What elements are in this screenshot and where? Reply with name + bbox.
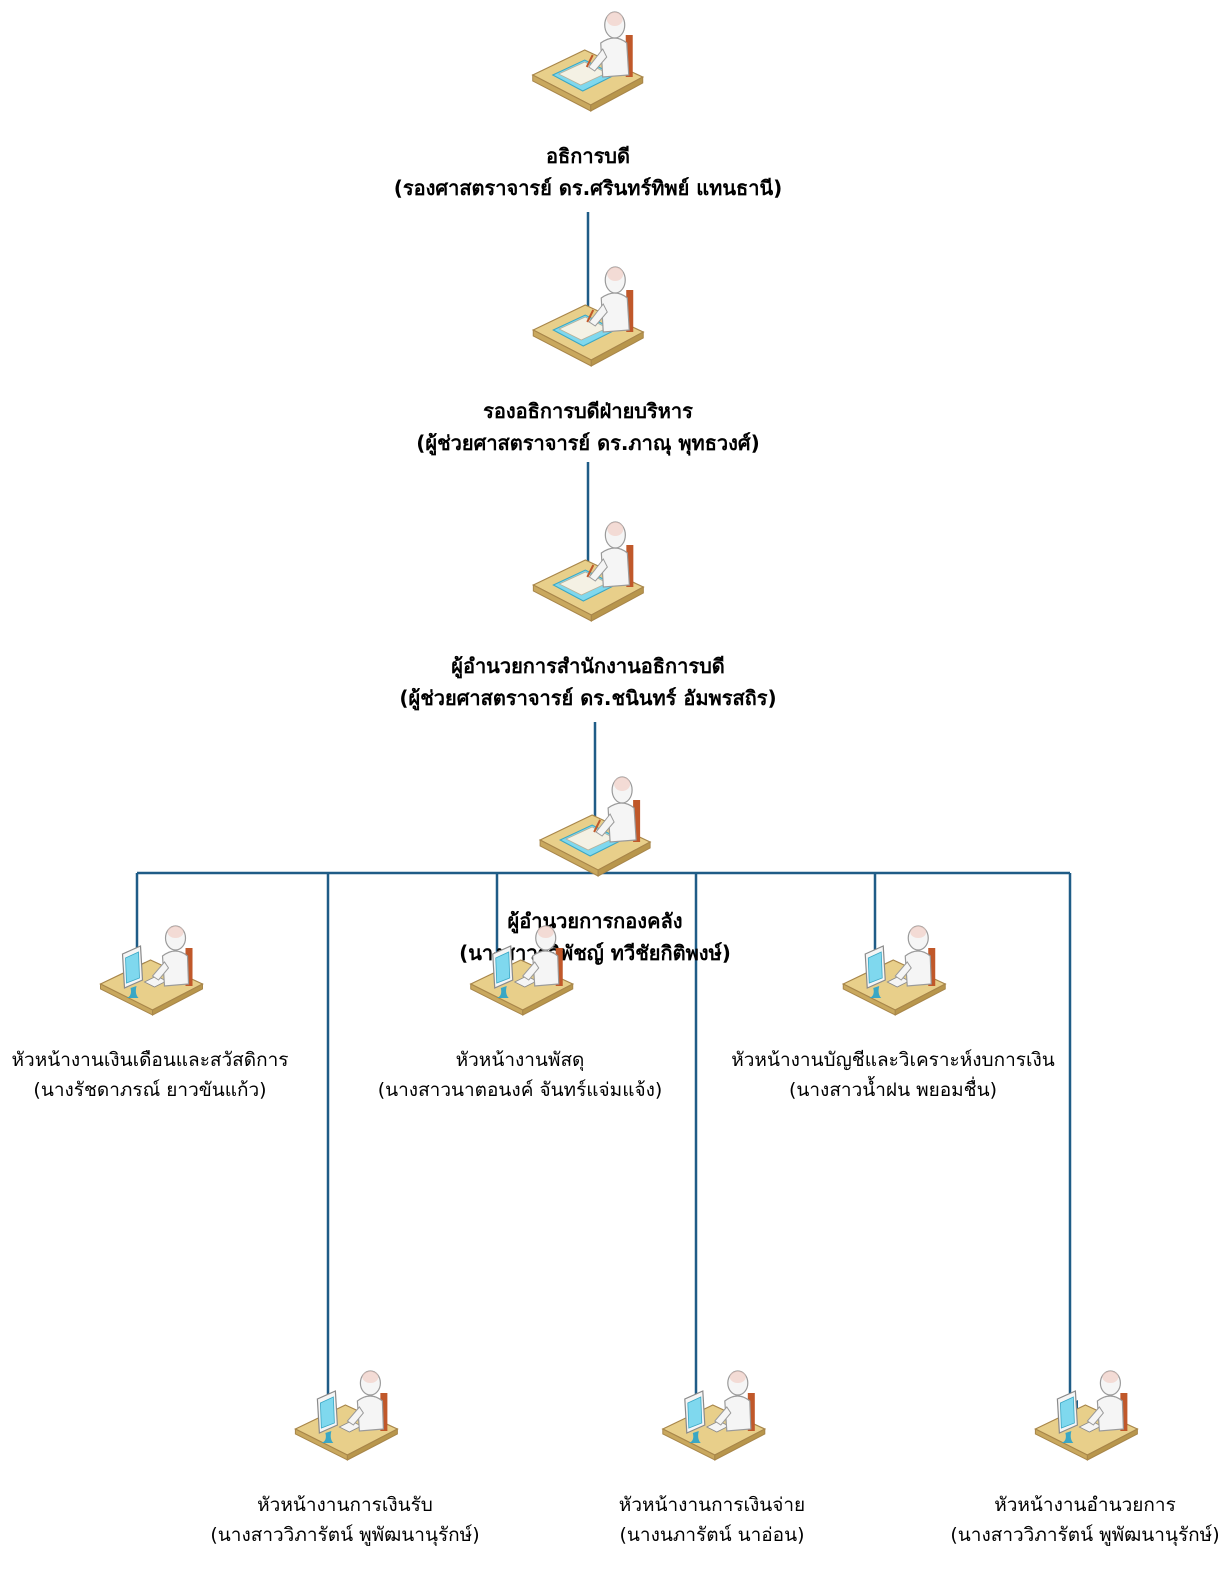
node-title: ผู้อำนวยการกองคลัง: [507, 909, 683, 933]
node-person-name: (ผู้ช่วยศาสตราจารย์ ดร.ชนินทร์ อัมพรสถิร…: [399, 686, 777, 710]
node-person-name: (นางสาวนาตอนงค์ จันทร์แจ่มแจ้ง): [377, 1079, 663, 1101]
document-desk-icon: [532, 521, 644, 622]
computer-desk-icon: [661, 1370, 766, 1461]
calculator-desk-icon: [539, 776, 651, 877]
computer-desk-icon: [842, 925, 947, 1016]
node-president: อธิการบดี (รองศาสตราจารย์ ดร.ศรินทร์ทิพย…: [393, 5, 783, 204]
node-unit-receipts: หัวหน้างานการเงินรับ (นางสาววิภารัตน์ พู…: [210, 1365, 480, 1550]
node-title: หัวหน้างานการเงินจ่าย: [618, 1494, 806, 1516]
node-title: หัวหน้างานพัสดุ: [455, 1049, 585, 1071]
node-title: หัวหน้างานเงินเดือนและสวัสดิการ: [11, 1049, 289, 1071]
node-title: อธิการบดี: [546, 144, 630, 168]
node-unit-accounting: หัวหน้างานบัญชีและวิเคราะห์งบการเงิน (นา…: [731, 920, 1055, 1105]
node-person-name: (นางนภารัตน์ นาอ่อน): [619, 1524, 805, 1546]
node-person-name: (นางสาววิภารัตน์ พูพัฒนานุรักษ์): [950, 1524, 1220, 1546]
node-person-name: (รองศาสตราจารย์ ดร.ศรินทร์ทิพย์ แทนธานี): [393, 176, 783, 200]
node-title: หัวหน้างานการเงินรับ: [257, 1494, 433, 1516]
node-title: หัวหน้างานบัญชีและวิเคราะห์งบการเงิน: [731, 1049, 1055, 1071]
computer-desk-icon: [469, 925, 574, 1016]
executive-desk-icon: [531, 266, 644, 367]
computer-desk-icon: [1034, 1370, 1139, 1461]
computer-desk-icon: [99, 925, 204, 1016]
node-vice-president-admin: รองอธิการบดีฝ่ายบริหาร (ผู้ช่วยศาสตราจาร…: [416, 260, 760, 459]
executive-desk-icon: [531, 11, 644, 112]
node-person-name: (นางสาววิภารัตน์ พูพัฒนานุรักษ์): [210, 1524, 480, 1546]
node-person-name: (ผู้ช่วยศาสตราจารย์ ดร.ภาณุ พุทธวงศ์): [416, 431, 760, 455]
node-person-name: (นางสาวน้ำฝน พยอมชื่น): [788, 1079, 997, 1101]
node-unit-disbursement: หัวหน้างานการเงินจ่าย (นางนภารัตน์ นาอ่อ…: [619, 1365, 805, 1550]
node-title: ผู้อำนวยการสำนักงานอธิการบดี: [451, 654, 725, 678]
node-office-director: ผู้อำนวยการสำนักงานอธิการบดี (ผู้ช่วยศาส…: [399, 515, 777, 714]
computer-desk-icon: [294, 1370, 399, 1461]
node-unit-payroll: หัวหน้างานเงินเดือนและสวัสดิการ (นางรัชด…: [11, 920, 289, 1105]
node-unit-supplies: หัวหน้างานพัสดุ (นางสาวนาตอนงค์ จันทร์แจ…: [377, 920, 663, 1105]
node-person-name: (นางรัชดาภรณ์ ยาวขันแก้ว): [33, 1079, 267, 1101]
node-unit-administration: หัวหน้างานอำนวยการ (นางสาววิภารัตน์ พูพั…: [950, 1365, 1220, 1550]
node-title: รองอธิการบดีฝ่ายบริหาร: [483, 399, 693, 423]
node-title: หัวหน้างานอำนวยการ: [994, 1494, 1176, 1516]
